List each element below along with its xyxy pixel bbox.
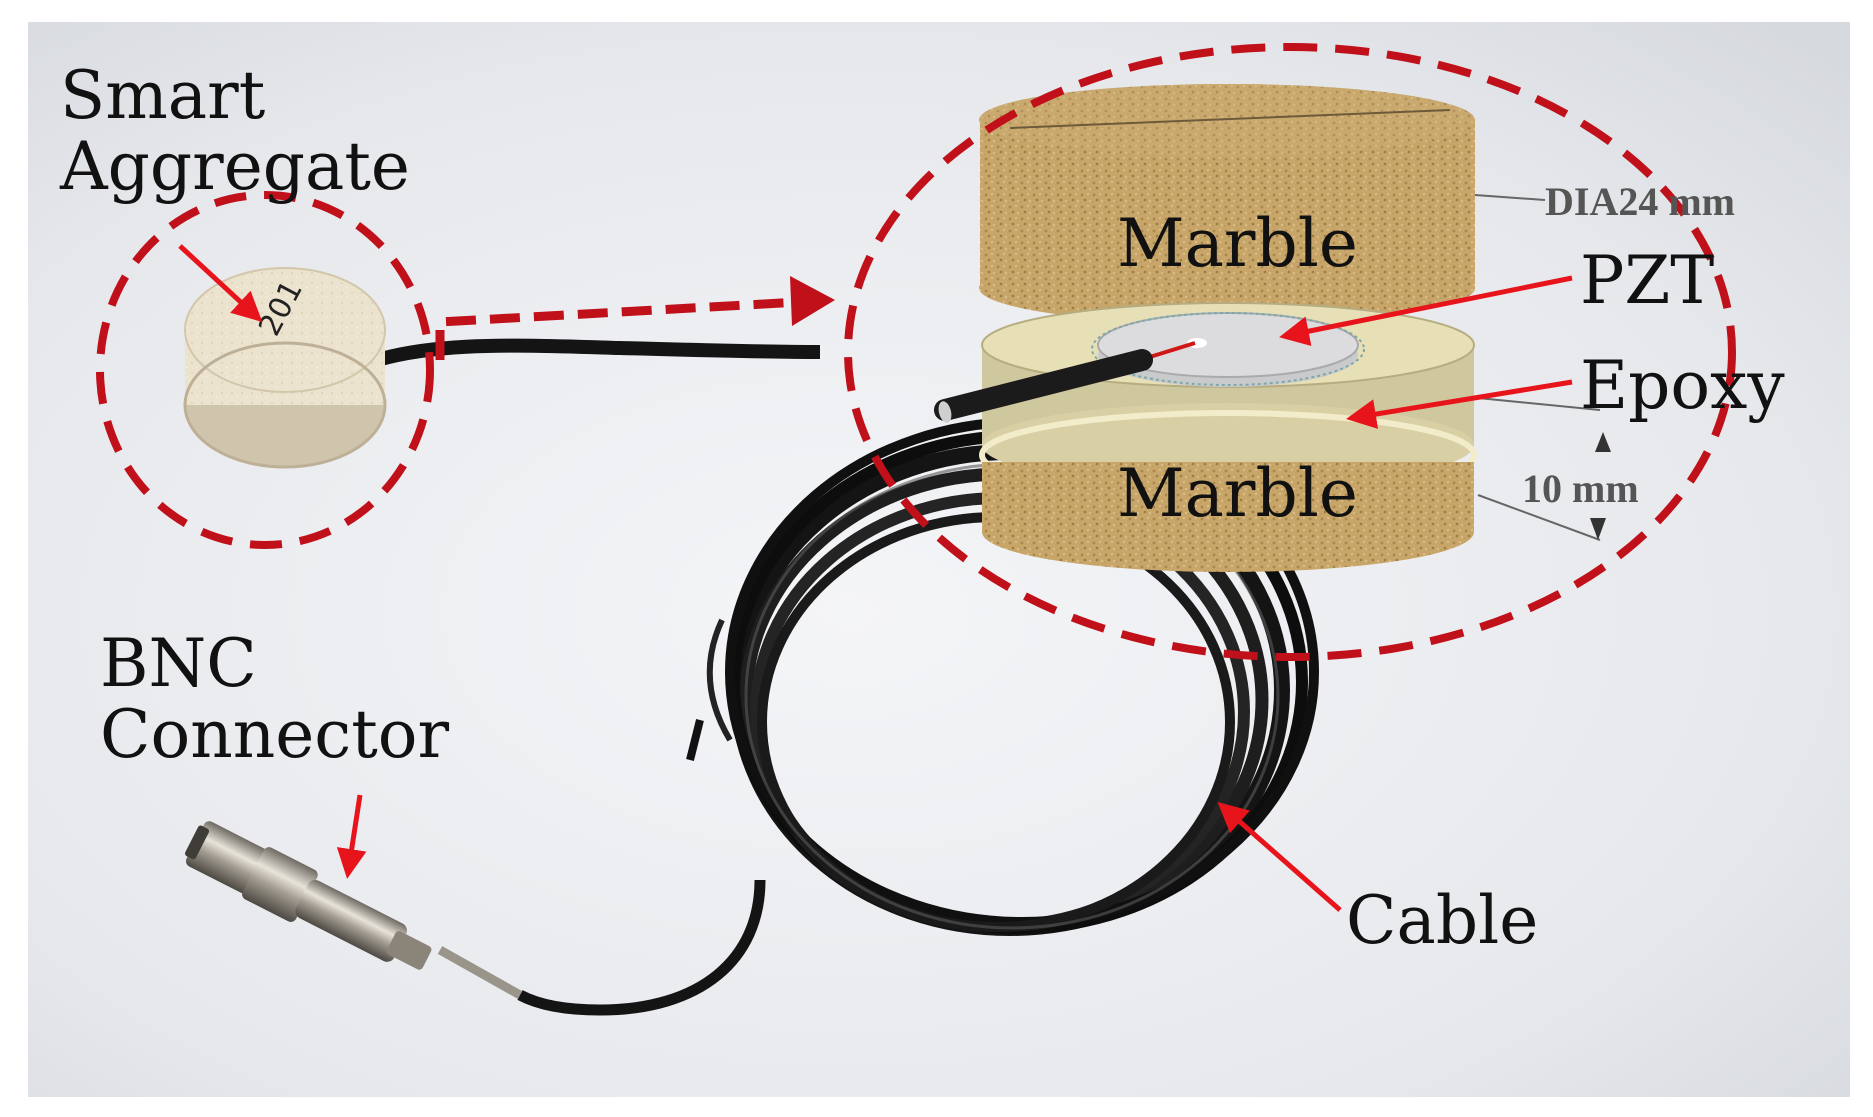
bnc-arrow: [336, 794, 367, 879]
smart-aggregate-label-line1: Smart: [60, 57, 266, 134]
height-leader-bottom: [1477, 494, 1601, 541]
height-dimension: 10 mm: [1522, 466, 1639, 511]
smart-aggregate-arrow: [178, 244, 263, 323]
zoom-arrow-head: [790, 276, 835, 326]
marble-bottom-label: Marble: [1117, 455, 1358, 532]
pzt-disc: [1091, 312, 1365, 387]
marble-top-disk: [979, 84, 1475, 324]
dia-leader: [1474, 194, 1546, 201]
schematic-callout-ellipse: [844, 43, 1736, 661]
smart-aggregate-label-line2: Aggregate: [60, 128, 410, 206]
sensor-cable: [352, 338, 821, 375]
zoom-arrow-line: [435, 297, 801, 360]
marble-top-label: Marble: [1117, 205, 1358, 282]
pzt-arrow: [1279, 275, 1573, 346]
bnc-connector-label: BNC Connector: [100, 628, 449, 771]
bnc-connector: [185, 821, 432, 970]
smart-aggregate-sensor: [183, 267, 387, 469]
height-leader-top: [1477, 397, 1601, 411]
smart-aggregate-label: Smart Aggregate: [60, 60, 410, 203]
epoxy-arrow: [1346, 379, 1573, 429]
height-arrow-down: [1590, 518, 1606, 540]
cable-lead: [517, 879, 766, 1016]
cable-wire: [437, 946, 523, 999]
schematic-cable: [934, 349, 1153, 421]
height-arrow-up: [1595, 432, 1611, 452]
cable-label: Cable: [1346, 882, 1539, 959]
pzt-label: PZT: [1580, 242, 1715, 319]
epoxy-label: Epoxy: [1580, 347, 1785, 424]
marble-bottom-disk: [982, 462, 1474, 572]
cable-arrow: [1217, 802, 1342, 912]
diameter-dimension: DIA24 mm: [1545, 179, 1735, 224]
bnc-label-line2: Connector: [100, 696, 450, 774]
bnc-label-line1: BNC: [100, 625, 257, 702]
sensor-callout-ellipse: [96, 191, 434, 549]
